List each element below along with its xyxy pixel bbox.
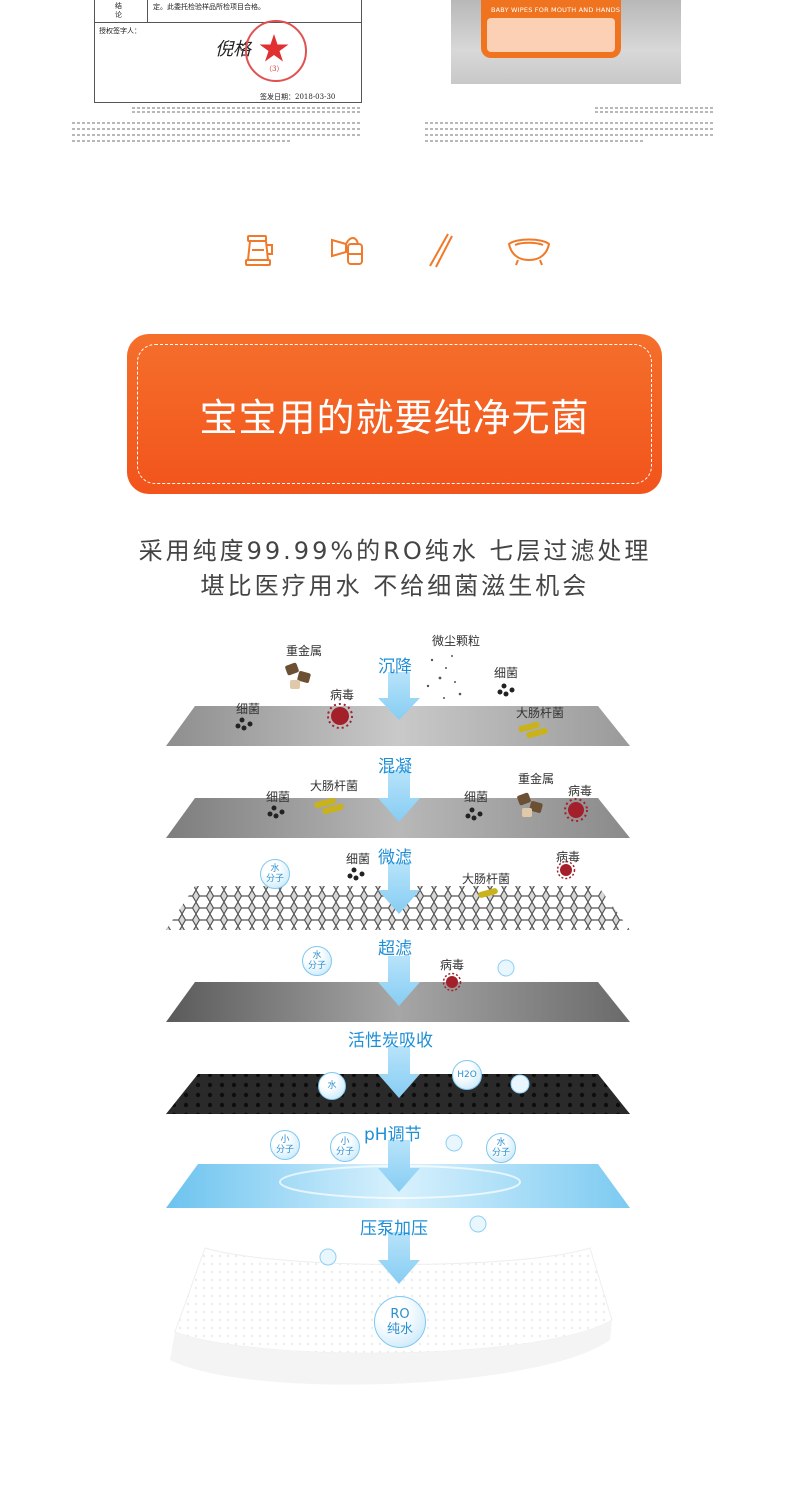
water-molecule-bubble: 水 分子 xyxy=(486,1133,516,1163)
bottle-warmer-icon xyxy=(240,230,280,270)
small-molecule-bubble: 小 分子 xyxy=(330,1132,360,1162)
stage-activated-carbon-label: 活性炭吸收 xyxy=(348,1031,433,1051)
tag-heavy-metal: 重金属 xyxy=(518,772,555,786)
tag-ecoli: 大肠杆菌 xyxy=(310,779,359,793)
baby-bathtub-icon xyxy=(506,230,552,270)
tag-bacteria: 细菌 xyxy=(346,852,371,866)
stage-ph-adjust-label: pH调节 xyxy=(364,1125,422,1145)
sign-date: 签发日期：2018-03-30 xyxy=(260,93,336,101)
small-molecule-bubble: 小 分子 xyxy=(270,1130,300,1160)
h2o-bubble: H2O xyxy=(452,1060,482,1090)
tag-virus: 病毒 xyxy=(330,688,355,702)
stage-pressurize-label: 压泵加压 xyxy=(360,1219,428,1239)
tag-virus: 病毒 xyxy=(440,958,465,972)
test-report-right: BABY WIPES FOR MOUTH AND HANDS xyxy=(415,0,721,150)
stage-ultrafiltration-label: 超滤 xyxy=(378,939,412,959)
stage-coagulation-label: 混凝 xyxy=(378,757,412,777)
tag-bacteria: 细菌 xyxy=(266,790,291,804)
test-report-left: 结 论 定。此委托检验样品所检项目合格。 授权签字人： 倪格 （3） 签发日期：… xyxy=(62,0,368,150)
tag-dust: 微尘颗粒 xyxy=(432,634,481,648)
headline-banner: 宝宝用的就要纯净无菌 xyxy=(127,334,662,494)
signatory-label: 授权签字人： xyxy=(99,27,141,35)
stage-microfiltration-label: 微滤 xyxy=(378,848,412,868)
chopsticks-icon xyxy=(418,230,458,270)
report-table: 结 论 定。此委托检验样品所检项目合格。 授权签字人： 倪格 （3） 签发日期：… xyxy=(94,0,362,103)
tag-ecoli: 大肠杆菌 xyxy=(516,706,565,720)
ro-pure-water-bubble: RO 纯水 xyxy=(374,1296,426,1348)
tag-virus: 病毒 xyxy=(556,850,581,864)
tag-heavy-metal: 重金属 xyxy=(286,644,323,658)
water-molecule-bubble: 水 分子 xyxy=(260,859,290,889)
product-photo: BABY WIPES FOR MOUTH AND HANDS xyxy=(451,0,681,84)
conclusion-text: 定。此委托检验样品所检项目合格。 xyxy=(153,3,265,11)
package-label: BABY WIPES FOR MOUTH AND HANDS xyxy=(491,6,621,14)
tag-bacteria: 细菌 xyxy=(494,666,519,680)
water-bubble: 水 xyxy=(318,1072,346,1100)
official-stamp: （3） xyxy=(245,20,307,82)
tag-bacteria: 细菌 xyxy=(464,790,489,804)
intro-line-1: 采用纯度99.99%的RO纯水 七层过滤处理 xyxy=(138,537,652,565)
water-molecule-bubble: 水 分子 xyxy=(302,946,332,976)
intro-line-2: 堪比医疗用水 不给细菌滋生机会 xyxy=(200,572,590,600)
filtration-diagram xyxy=(166,655,630,1385)
banner-title: 宝宝用的就要纯净无菌 xyxy=(199,395,590,440)
breast-pump-icon xyxy=(328,230,368,270)
tag-virus: 病毒 xyxy=(568,784,593,798)
conclusion-label: 结 论 xyxy=(115,2,122,19)
stamp-number: （3） xyxy=(265,65,284,73)
wipes-package: BABY WIPES FOR MOUTH AND HANDS xyxy=(481,0,621,58)
tag-bacteria: 细菌 xyxy=(236,702,261,716)
stage-sedimentation-label: 沉降 xyxy=(378,657,412,677)
signature: 倪格 xyxy=(215,39,251,60)
tag-ecoli: 大肠杆菌 xyxy=(462,872,511,886)
